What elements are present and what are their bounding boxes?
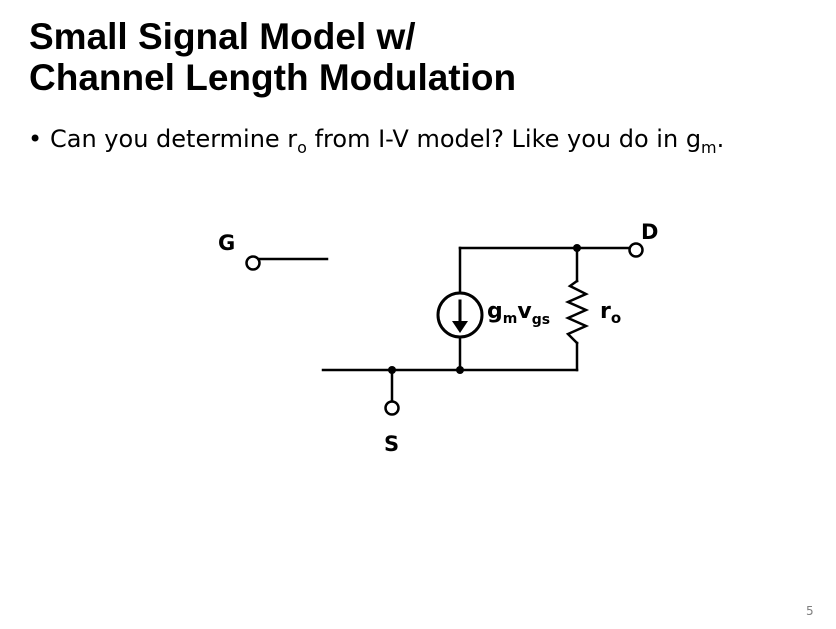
slide-title: Small Signal Model w/ Channel Length Mod…	[29, 16, 516, 98]
current-source-arrow-icon	[452, 321, 468, 333]
junction-dot-drain	[573, 244, 581, 252]
source-terminal-icon	[384, 400, 400, 416]
bullet-text-3: .	[716, 125, 725, 153]
bullet-dot-icon: •	[28, 125, 43, 153]
current-source-label: gmvgs	[487, 299, 550, 328]
vgs-sub: gs	[532, 312, 550, 328]
page-number: 5	[806, 604, 814, 618]
current-source-circle	[436, 291, 484, 339]
ro-sub: o	[611, 309, 621, 327]
bullet-text-2: from I-V model? Like you do in g	[306, 125, 702, 153]
drain-terminal-icon	[628, 242, 644, 258]
gate-terminal-icon	[245, 255, 261, 271]
vgs-v: v	[517, 299, 532, 324]
bullet-sub-2: m	[701, 138, 717, 157]
gm-sub: m	[503, 311, 518, 327]
drain-label: D	[641, 220, 658, 244]
ro-r: r	[600, 299, 611, 324]
resistor-zigzag	[564, 279, 590, 345]
resistor-label: ro	[600, 299, 621, 327]
junction-dot-source-right	[456, 366, 464, 374]
junction-dot-source-left	[388, 366, 396, 374]
gm-g: g	[487, 299, 503, 324]
bullet-question: •Can you determine ro from I-V model? Li…	[28, 124, 725, 157]
bullet-text-1: Can you determine r	[50, 125, 298, 153]
gate-label: G	[218, 231, 235, 255]
bullet-sub-1: o	[297, 138, 307, 157]
title-line-2: Channel Length Modulation	[29, 57, 517, 98]
title-line-1: Small Signal Model w/	[29, 16, 416, 57]
source-label: S	[384, 432, 399, 456]
